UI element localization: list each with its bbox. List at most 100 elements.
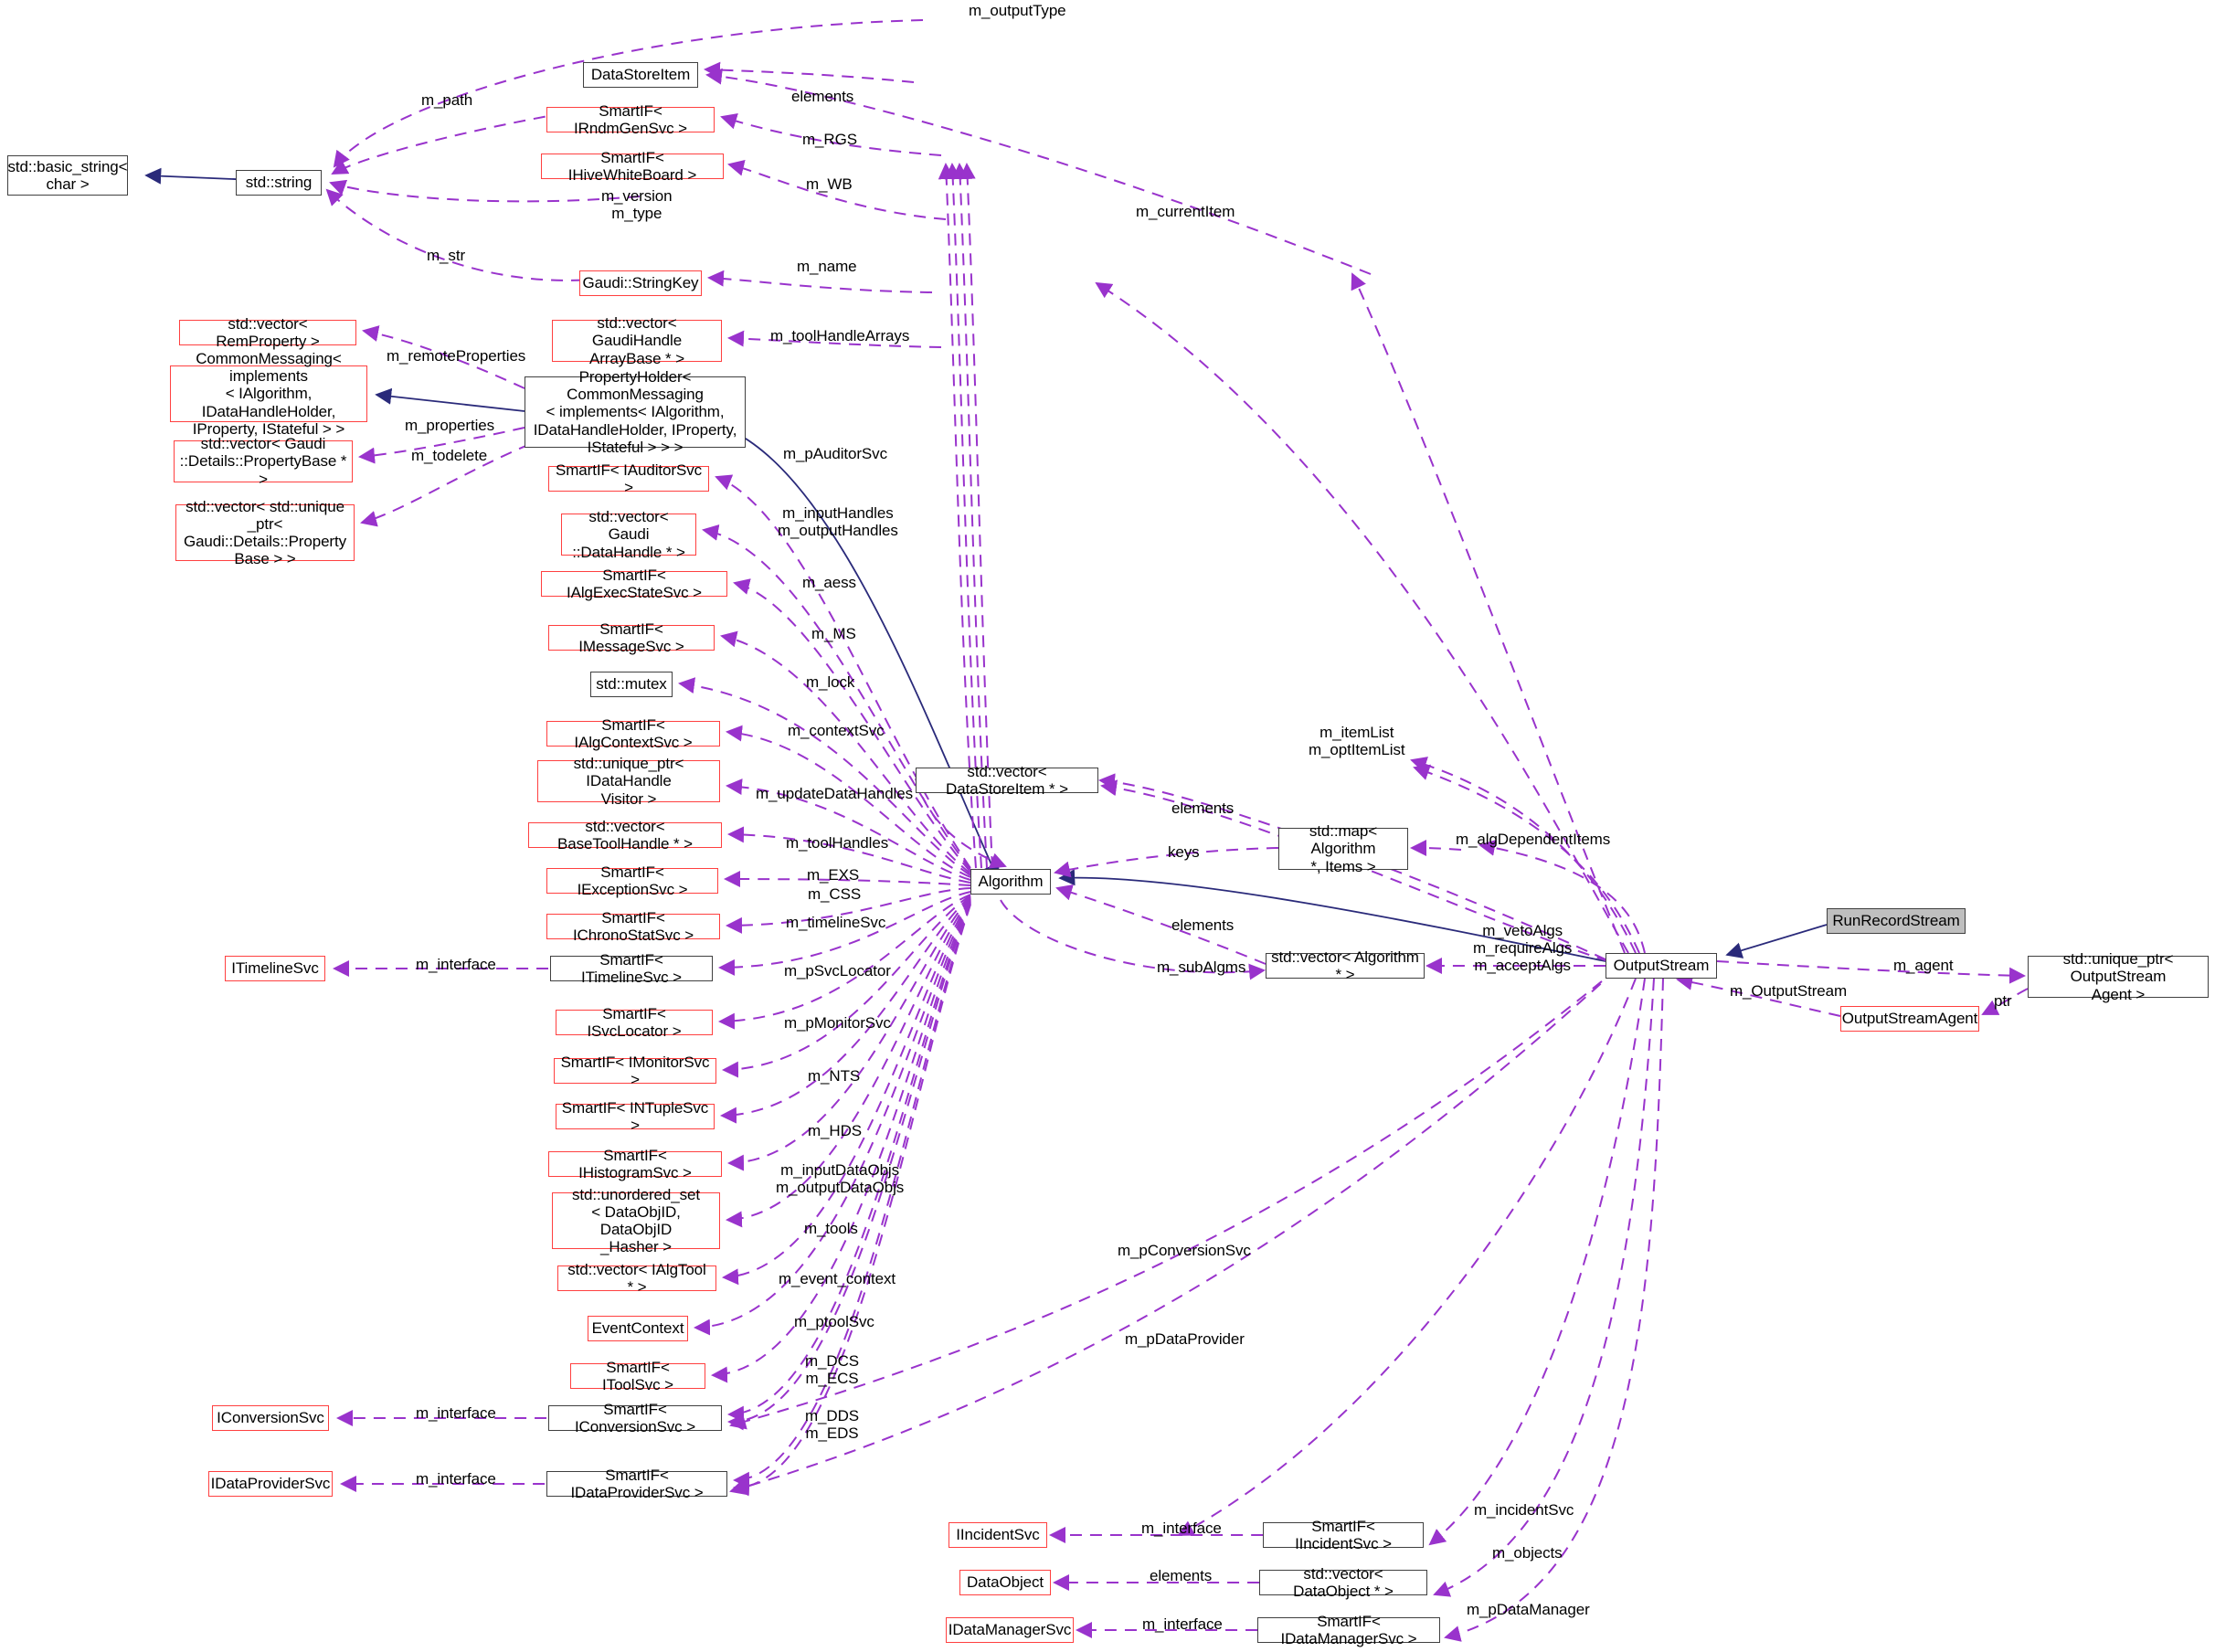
- edge-label-m_pAuditorSvc: m_pAuditorSvc: [783, 445, 887, 462]
- edge-label-m_subAlgms: m_subAlgms: [1157, 958, 1246, 976]
- edge-label-m_ptoolSvc: m_ptoolSvc: [794, 1313, 874, 1330]
- edge-label-m_version_type: m_version m_type: [601, 187, 673, 223]
- edge-label-m_objects: m_objects: [1492, 1544, 1563, 1562]
- class-node-commonmessaging[interactable]: CommonMessaging< implements < IAlgorithm…: [170, 350, 367, 438]
- class-node-outputstream[interactable]: OutputStream: [1606, 953, 1717, 979]
- class-node-gaudi_stringkey[interactable]: Gaudi::StringKey: [579, 270, 702, 296]
- edge-label-m_interface_dataprov: m_interface: [416, 1470, 496, 1488]
- edge-label-m_WB: m_WB: [806, 175, 853, 193]
- class-node-smartif_ihistogram[interactable]: SmartIF< IHistogramSvc >: [548, 1147, 722, 1181]
- edge-label-m_outputType: m_outputType: [969, 2, 1066, 19]
- class-node-idataprovidersvc[interactable]: IDataProviderSvc: [208, 1471, 333, 1497]
- edge-label-m_itemList: m_itemList m_optItemList: [1309, 724, 1405, 759]
- edge-label-m_interface_datamgr: m_interface: [1142, 1615, 1223, 1633]
- edge-label-m_pDataManager: m_pDataManager: [1467, 1601, 1590, 1618]
- class-node-smartif_itimeline[interactable]: SmartIF< ITimelineSvc >: [550, 951, 713, 986]
- class-node-uniq_osagent[interactable]: std::unique_ptr< OutputStream Agent >: [2028, 950, 2209, 1003]
- class-node-datastoreitem[interactable]: DataStoreItem: [583, 62, 698, 88]
- edge-label-m_incidentSvc: m_incidentSvc: [1474, 1501, 1574, 1519]
- edge-label-m_toolHandleArrays: m_toolHandleArrays: [770, 327, 910, 344]
- class-node-vec_basetoolhandle[interactable]: std::vector< BaseToolHandle * >: [528, 818, 722, 852]
- edge-label-m_lock: m_lock: [806, 673, 855, 691]
- edge-label-m_interface_incident: m_interface: [1141, 1520, 1222, 1537]
- edge-label-m_pMonitorSvc: m_pMonitorSvc: [784, 1014, 891, 1032]
- class-node-smartif_ihive[interactable]: SmartIF< IHiveWhiteBoard >: [541, 149, 724, 184]
- edge-label-m_toolHandles: m_toolHandles: [786, 834, 889, 852]
- class-node-vec_remproperty[interactable]: std::vector< RemProperty >: [179, 315, 356, 350]
- edge-label-m_pDataProvider: m_pDataProvider: [1125, 1330, 1245, 1348]
- edge-label-m_OutputStream: m_OutputStream: [1730, 982, 1848, 1000]
- edge-label-m_contextSvc: m_contextSvc: [788, 722, 885, 739]
- edge-label-m_currentItem: m_currentItem: [1136, 203, 1235, 220]
- class-node-smartif_ialgctx[interactable]: SmartIF< IAlgContextSvc >: [546, 716, 720, 751]
- class-node-vec_datahandle[interactable]: std::vector< Gaudi ::DataHandle * >: [561, 508, 696, 561]
- class-node-vec_uniq_propbase[interactable]: std::vector< std::unique _ptr< Gaudi::De…: [175, 498, 355, 567]
- edge-label-m_todelete: m_todelete: [411, 447, 488, 464]
- class-node-smartif_iincident[interactable]: SmartIF< IIncidentSvc >: [1263, 1518, 1424, 1552]
- class-node-std_string[interactable]: std::string: [236, 170, 322, 196]
- class-node-propertyholder[interactable]: PropertyHolder< CommonMessaging < implem…: [525, 368, 746, 456]
- edge-label-m_remoteProperties: m_remoteProperties: [387, 347, 526, 365]
- edge-label-m_vetoRequireAccept: m_vetoAlgs m_requireAlgs m_acceptAlgs: [1473, 922, 1573, 975]
- class-node-smartif_irndmgen[interactable]: SmartIF< IRndmGenSvc >: [546, 102, 715, 137]
- class-node-outputstreamagent[interactable]: OutputStreamAgent: [1840, 1006, 1979, 1032]
- edge-label-m_str: m_str: [427, 247, 466, 264]
- class-node-smartif_idataprov[interactable]: SmartIF< IDataProviderSvc >: [546, 1467, 727, 1501]
- class-node-smartif_itoolsvc[interactable]: SmartIF< IToolSvc >: [570, 1359, 705, 1393]
- edge-label-m_CSS: m_CSS: [808, 885, 862, 903]
- class-node-smartif_iconversion[interactable]: SmartIF< IConversionSvc >: [548, 1401, 722, 1435]
- edge-label-ptr: ptr: [1994, 992, 2012, 1010]
- class-node-smartif_isvcloc[interactable]: SmartIF< ISvcLocator >: [556, 1005, 713, 1040]
- class-node-vec_datastoreitem[interactable]: std::vector< DataStoreItem * >: [916, 763, 1098, 798]
- class-node-vec_algorithm_ptr[interactable]: std::vector< Algorithm * >: [1266, 948, 1425, 983]
- edge-label-m_aess: m_aess: [802, 574, 856, 591]
- edge-label-m_pSvcLocator: m_pSvcLocator: [784, 962, 891, 980]
- class-node-smartif_intuple[interactable]: SmartIF< INTupleSvc >: [556, 1099, 715, 1134]
- class-node-smartif_idatamgr[interactable]: SmartIF< IDataManagerSvc >: [1257, 1613, 1440, 1647]
- class-node-smartif_imessage[interactable]: SmartIF< IMessageSvc >: [548, 620, 715, 655]
- edge-label-m_interface_timeline: m_interface: [416, 956, 496, 973]
- edge-label-m_agent: m_agent: [1893, 957, 1954, 974]
- edge-label-elements_dataobj: elements: [1150, 1567, 1213, 1584]
- edge-label-elements_dsi: elements: [791, 88, 854, 105]
- class-node-eventcontext[interactable]: EventContext: [588, 1316, 688, 1341]
- class-node-vec_gaudihandle[interactable]: std::vector< GaudiHandle ArrayBase * >: [552, 314, 722, 367]
- edge-label-m_DDS_EDS: m_DDS m_EDS: [805, 1407, 860, 1443]
- class-node-std_mutex[interactable]: std::mutex: [590, 672, 673, 697]
- edge-label-m_event_context: m_event_context: [779, 1270, 896, 1287]
- class-node-uniq_idhvisitor[interactable]: std::unique_ptr< IDataHandle Visitor >: [537, 755, 720, 808]
- edge-label-m_algDependentItems: m_algDependentItems: [1456, 831, 1611, 848]
- class-node-iincidentsvc[interactable]: IIncidentSvc: [949, 1522, 1047, 1548]
- edge-label-m_properties: m_properties: [405, 417, 495, 434]
- class-node-idatamanagersvc[interactable]: IDataManagerSvc: [946, 1617, 1074, 1643]
- class-node-smartif_iauditor[interactable]: SmartIF< IAuditorSvc >: [548, 461, 709, 496]
- class-node-smartif_iexception[interactable]: SmartIF< IExceptionSvc >: [546, 863, 718, 898]
- edge-label-m_NTS: m_NTS: [808, 1067, 861, 1085]
- class-node-basic_string[interactable]: std::basic_string< char >: [7, 155, 128, 196]
- class-node-unordered_set_objid[interactable]: std::unordered_set < DataObjID, DataObjI…: [552, 1186, 720, 1255]
- edge-label-m_HDS: m_HDS: [808, 1122, 863, 1139]
- edge-label-m_timelineSvc: m_timelineSvc: [786, 914, 886, 931]
- class-node-runrecordstream[interactable]: RunRecordStream: [1827, 908, 1966, 934]
- class-node-iconversionsvc[interactable]: IConversionSvc: [212, 1405, 329, 1431]
- class-node-itimelinesvc[interactable]: ITimelineSvc: [225, 956, 325, 981]
- edge-label-elements_alg: elements: [1171, 916, 1235, 934]
- edge-label-m_EXS: m_EXS: [807, 866, 860, 884]
- edge-label-m_DCS_ECS: m_DCS m_ECS: [805, 1352, 860, 1388]
- class-node-map_alg_items[interactable]: std::map< Algorithm *, Items >: [1278, 822, 1408, 875]
- class-node-smartif_imonitor[interactable]: SmartIF< IMonitorSvc >: [554, 1054, 716, 1088]
- class-node-vec_ialgtool[interactable]: std::vector< IAlgTool * >: [557, 1261, 716, 1296]
- edge-label-m_path: m_path: [421, 91, 473, 109]
- class-node-algorithm[interactable]: Algorithm: [970, 869, 1051, 895]
- edge-label-m_name: m_name: [797, 258, 857, 275]
- class-node-dataobject[interactable]: DataObject: [959, 1570, 1051, 1595]
- class-node-vec_dataobject[interactable]: std::vector< DataObject * >: [1259, 1565, 1427, 1600]
- class-node-vec_propertybase[interactable]: std::vector< Gaudi ::Details::PropertyBa…: [174, 435, 353, 488]
- edge-label-keys: keys: [1168, 843, 1200, 861]
- class-node-smartif_ichronostat[interactable]: SmartIF< IChronoStatSvc >: [546, 909, 720, 944]
- edge-label-m_inputOutputHandles: m_inputHandles m_outputHandles: [778, 504, 898, 540]
- class-node-smartif_ialgexec[interactable]: SmartIF< IAlgExecStateSvc >: [541, 567, 727, 601]
- edge-label-m_MS: m_MS: [811, 625, 856, 642]
